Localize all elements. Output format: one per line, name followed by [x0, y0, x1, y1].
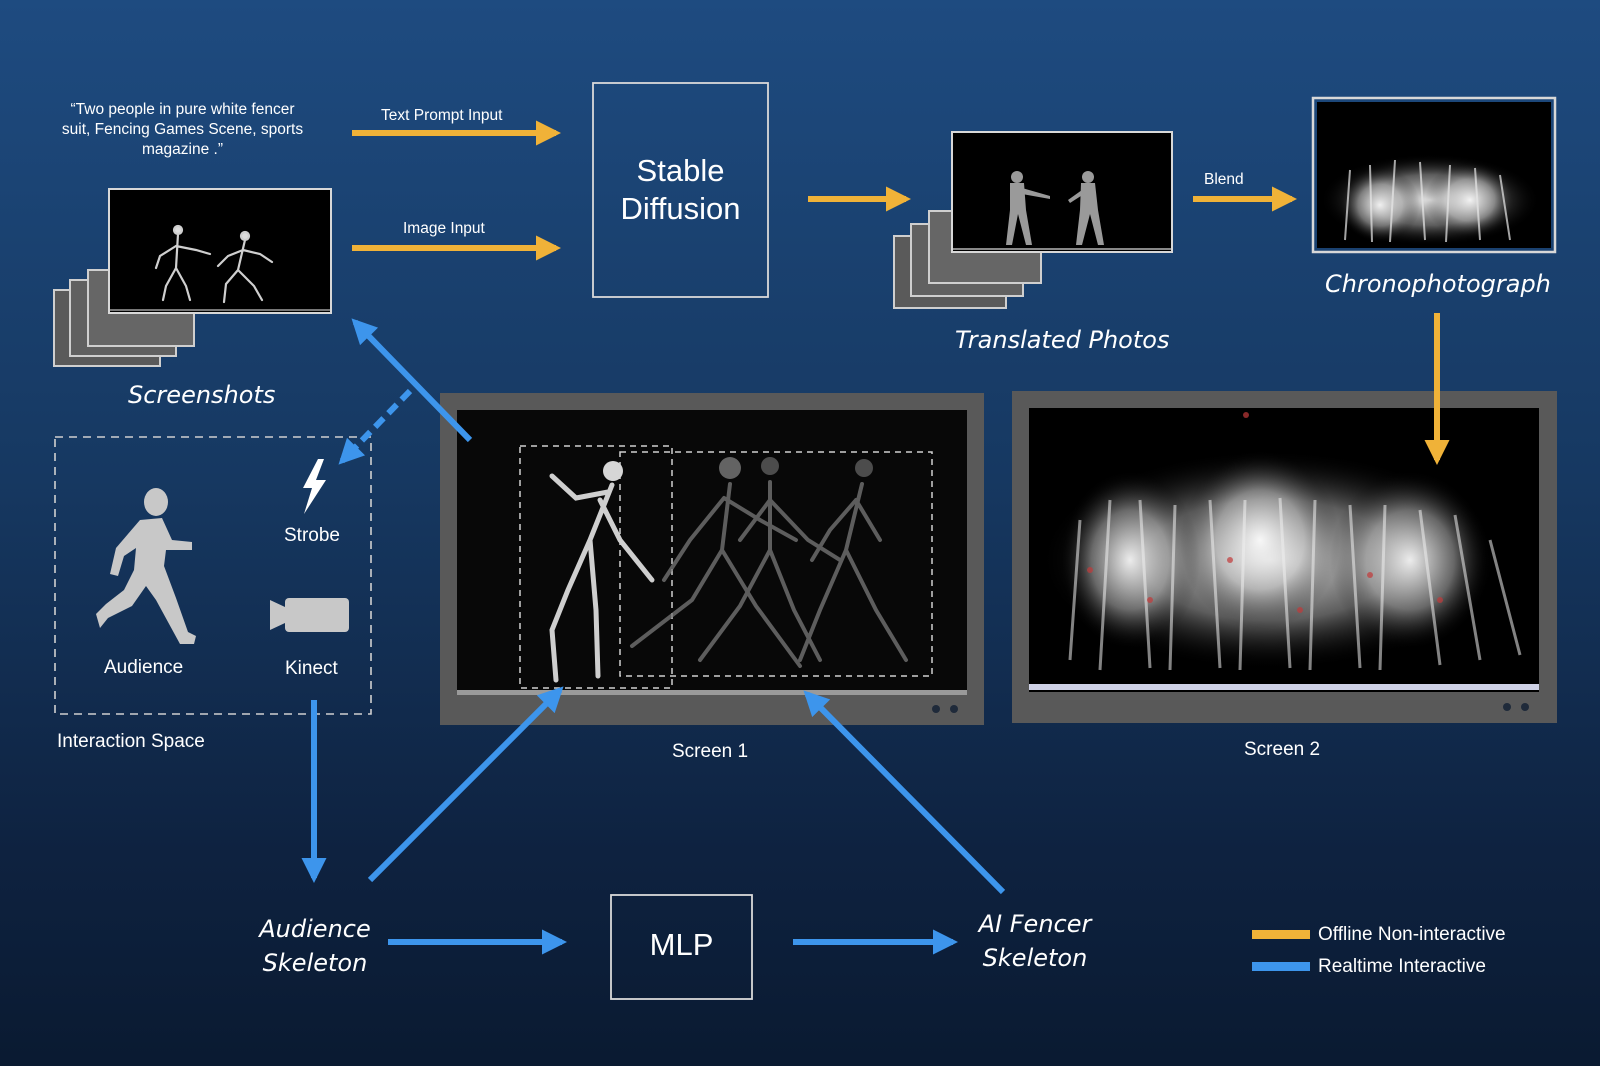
interaction-space-label: Interaction Space [57, 731, 205, 752]
screen1-audience-skeleton [549, 473, 655, 683]
screen2-chronophotograph [1068, 497, 1522, 671]
translated-photos-caption: Translated Photos [955, 326, 1170, 354]
audience-skeleton-line1: Audience [259, 915, 371, 943]
screen2-label: Screen 2 [1244, 739, 1321, 760]
text-prompt-input-label: Text Prompt Input [381, 107, 503, 124]
chronophotograph-caption: Chronophotograph [1325, 270, 1551, 298]
legend-realtime-label: Realtime Interactive [1318, 956, 1486, 977]
video-camera-icon [270, 598, 349, 632]
running-person-icon [96, 488, 196, 644]
image-input-label: Image Input [403, 220, 485, 237]
ai-fencer-line1: AI Fencer [978, 910, 1092, 938]
screenshot-skeletons [154, 224, 274, 304]
translated-fencers [1006, 171, 1104, 245]
chronophotograph-thumbnail [1311, 96, 1557, 254]
translated-photos-stack [893, 131, 1173, 309]
audience-label: Audience [104, 657, 184, 678]
legend-offline-swatch [1252, 930, 1310, 939]
blend-label: Blend [1204, 171, 1244, 188]
legend-offline-label: Offline Non-interactive [1318, 924, 1506, 945]
stable-diffusion-line1: Stable [636, 153, 725, 188]
audience-skeleton-caption: Audience Skeleton [245, 912, 385, 980]
screen1-ai-skeletons [630, 480, 908, 668]
mlp-box [610, 894, 753, 1000]
ai-fencer-line2: Skeleton [982, 944, 1088, 972]
lightning-bolt-icon [303, 459, 326, 514]
stable-diffusion-line2: Diffusion [620, 191, 741, 226]
realtime-arrows [301, 318, 1006, 955]
screen1-monitor [440, 393, 984, 725]
ai-fencer-skeleton-caption: AI Fencer Skeleton [955, 907, 1115, 975]
mlp-label: MLP [649, 927, 714, 962]
stable-diffusion-title: Stable Diffusion [593, 152, 768, 228]
screenshots-stack [53, 188, 332, 367]
kinect-label: Kinect [285, 658, 338, 679]
offline-arrows [352, 120, 1450, 466]
screenshots-caption: Screenshots [128, 381, 276, 409]
audience-skeleton-line2: Skeleton [262, 949, 368, 977]
audience-skeleton-to-screen1-arrow [367, 686, 564, 883]
stable-diffusion-box [592, 82, 769, 298]
prompt-text: “Two people in pure white fencer suit, F… [61, 101, 304, 158]
screen1-label: Screen 1 [672, 741, 749, 762]
strobe-trigger-arrow [338, 388, 413, 465]
interaction-space-box [54, 436, 372, 715]
strobe-label: Strobe [284, 525, 340, 546]
screen1-to-screenshots-arrow [351, 318, 473, 443]
ai-skeleton-to-screen1-arrow [803, 690, 1006, 895]
legend-realtime-swatch [1252, 962, 1310, 971]
screen2-monitor [1012, 391, 1557, 723]
